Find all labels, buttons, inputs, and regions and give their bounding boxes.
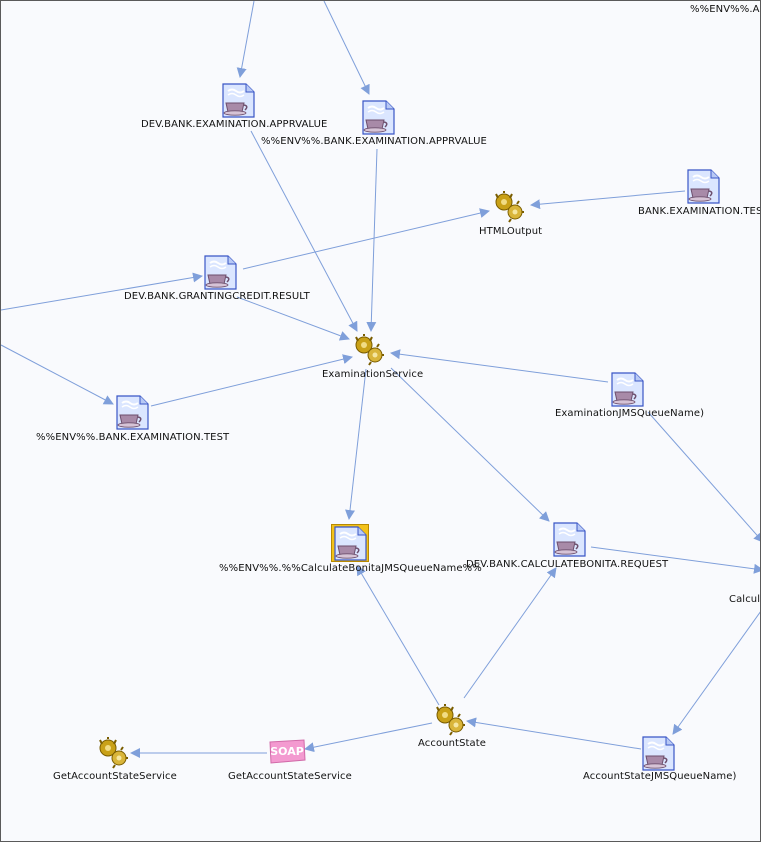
queue-node-label: %%ENV%%.BANK.EXAMINATION.TEST <box>36 432 230 443</box>
edge-examination-jms-to-examination <box>390 349 609 383</box>
service-node-label: ExaminationService <box>322 369 424 380</box>
edge-top-to-dev-appr <box>236 1 255 78</box>
edge-dev-appr-to-examination <box>250 130 358 332</box>
document-cup-icon <box>222 83 255 122</box>
service-node-label: HTMLOutput <box>479 226 543 237</box>
edge-left-to-granting <box>1 272 203 311</box>
edge-calcula-to-account-jms <box>672 611 760 735</box>
edge-account-state-to-soap <box>304 722 433 753</box>
edge-examination-to-calc-req <box>390 367 550 522</box>
document-cup-icon <box>331 524 369 566</box>
edge-account-state-to-calc-bonita <box>356 565 440 706</box>
document-cup-icon <box>362 100 395 139</box>
canvas-title-fragment: %%ENV%%.A <box>690 4 760 15</box>
queue-node-label: %%ENV%%.%%CalculateBonitaJMSQueueName%% <box>219 563 482 574</box>
edge-left-to-env-test <box>1 344 114 405</box>
edge-env-appr-to-examination <box>366 148 378 332</box>
soap-node-label: GetAccountStateService <box>228 771 352 782</box>
document-cup-icon <box>642 736 675 775</box>
gears-icon <box>493 191 525 227</box>
queue-node-label: BANK.EXAMINATION.TES <box>638 206 761 217</box>
gears-icon <box>97 737 129 773</box>
gears-icon <box>434 704 466 740</box>
service-node-label: AccountState <box>418 738 487 749</box>
edge-examination-jms-to-calcula <box>647 411 760 543</box>
edge-calc-req-to-calcula <box>590 546 760 574</box>
document-cup-icon <box>553 522 586 561</box>
service-node-label: GetAccountStateService <box>53 771 177 782</box>
service-node-label: Calcula <box>729 594 761 605</box>
queue-node-label: DEV.BANK.GRANTINGCREDIT.RESULT <box>124 291 310 302</box>
document-cup-icon <box>116 395 149 434</box>
edge-account-jms-to-account-state <box>466 717 642 750</box>
soap-icon: SOAP <box>267 738 307 770</box>
queue-node-label: AccountStateJMSQueueName) <box>583 771 737 782</box>
document-cup-icon <box>611 372 644 411</box>
queue-node-label: DEV.BANK.CALCULATEBONITA.REQUEST <box>466 559 669 570</box>
document-cup-icon <box>687 169 720 208</box>
edge-top-to-env-appr <box>323 1 370 95</box>
document-cup-icon <box>204 255 237 294</box>
gears-icon <box>353 334 385 370</box>
queue-node-label: %%ENV%%.BANK.EXAMINATION.APPRVALUE <box>261 136 487 147</box>
edge-account-state-to-calc-req <box>463 567 557 699</box>
edge-granting-to-examination <box>236 296 350 341</box>
edge-bank-test-to-html <box>530 190 686 210</box>
queue-node-label: DEV.BANK.EXAMINATION.APPRVALUE <box>141 119 328 130</box>
edge-examination-to-calc-bonita <box>345 368 367 520</box>
queue-node-label: ExaminationJMSQueueName) <box>555 408 705 419</box>
edge-granting-to-html <box>242 208 490 270</box>
svg-text:SOAP: SOAP <box>270 745 304 758</box>
edge-env-test-to-examination <box>150 354 353 407</box>
